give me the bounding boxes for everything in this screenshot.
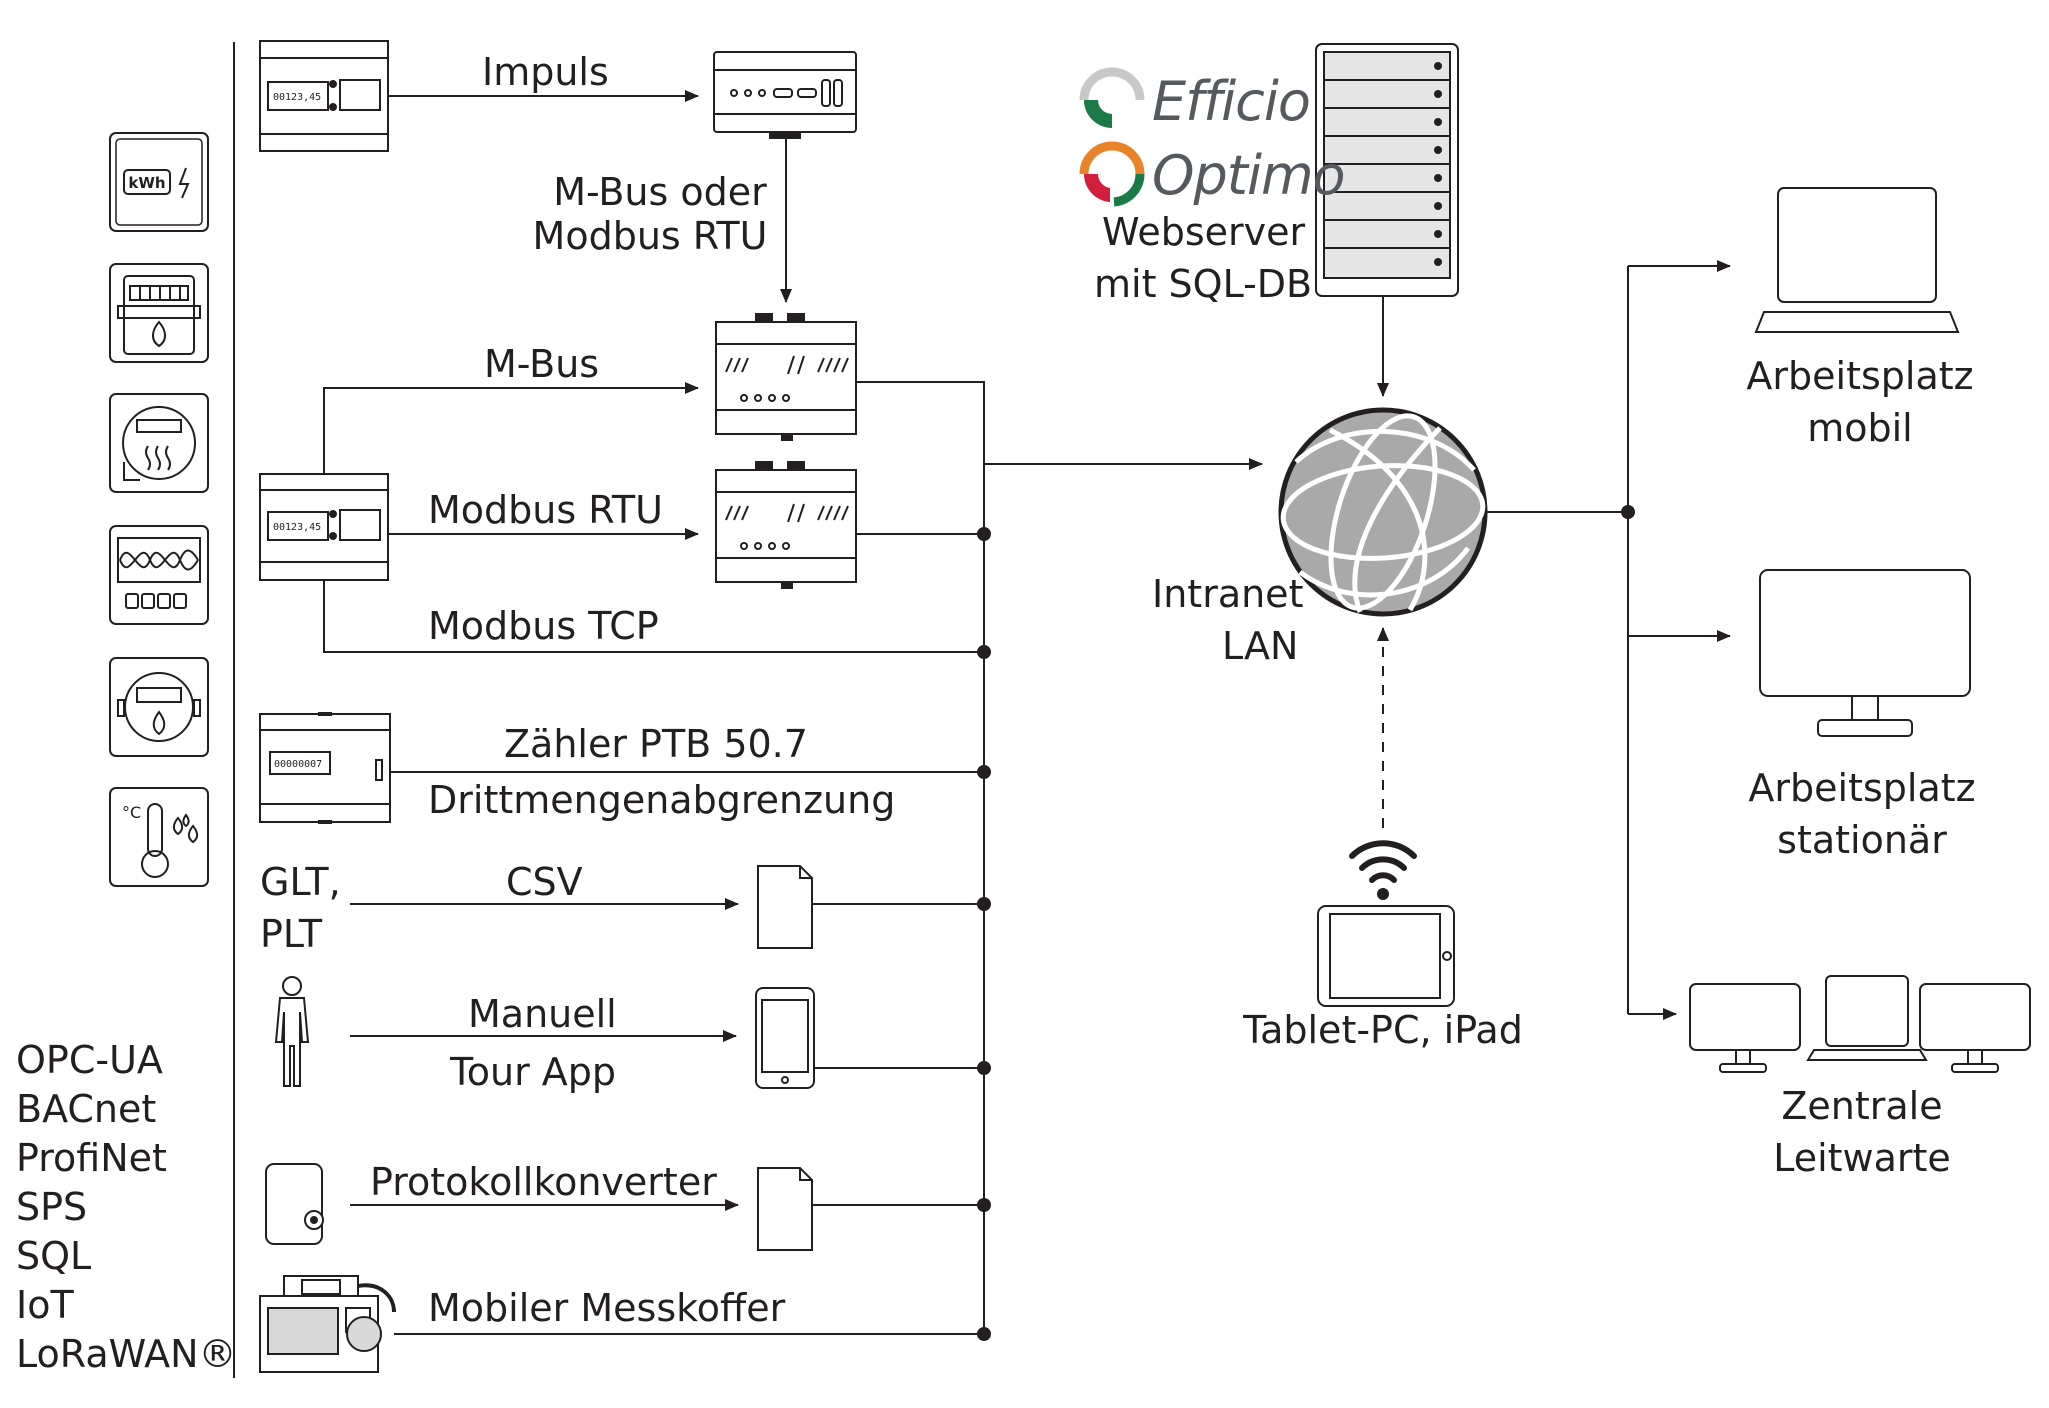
label-lan: LAN <box>1222 624 1299 668</box>
brand-efficio: Efficio <box>1152 70 1311 133</box>
label-mbus: M-Bus <box>484 342 600 386</box>
bus-junctions <box>977 527 991 1341</box>
meter-display-top: 00123,45 <box>273 92 321 103</box>
label-arbeitsplatz-stationaer-2: stationär <box>1777 818 1947 862</box>
converter-device <box>265 1163 324 1245</box>
protocol-list: OPC-UA BACnet ProfiNet SPS SQL IoT LoRaW… <box>16 1036 237 1379</box>
label-arbeitsplatz-mobil-2: mobil <box>1807 406 1913 450</box>
label-webserver: Webserver <box>1102 210 1306 254</box>
label-plt: PLT <box>260 912 323 956</box>
efficio-logo-icon <box>1079 67 1145 128</box>
temperature-humidity-icon: °C <box>109 787 209 887</box>
hub-junction <box>1621 505 1635 519</box>
svg-text:kWh: kWh <box>128 174 165 192</box>
label-zentrale: Zentrale <box>1781 1084 1943 1128</box>
label-modbus-tcp: Modbus TCP <box>428 604 659 648</box>
label-sql-db: mit SQL-DB <box>1094 262 1313 306</box>
label-arbeitsplatz-mobil-1: Arbeitsplatz <box>1746 354 1974 398</box>
desktop-monitor-icon <box>1759 569 1971 737</box>
control-room-monitors-icon <box>1689 975 2031 1073</box>
pulse-module <box>713 51 857 139</box>
label-protokollkonverter: Protokollkonverter <box>370 1160 717 1204</box>
label-mobiler-messkoffer: Mobiler Messkoffer <box>428 1286 786 1330</box>
label-mbus-oder: M-Bus oder <box>553 170 767 214</box>
converter-file-icon <box>757 1167 813 1251</box>
water-meter-icon <box>109 657 209 757</box>
label-modbus-rtu: Modbus RTU <box>428 488 663 532</box>
label-tour-app: Tour App <box>450 1050 617 1094</box>
label-csv: CSV <box>506 860 583 904</box>
label-glt: GLT, <box>260 860 341 904</box>
protocol-item: SQL <box>16 1234 92 1278</box>
ptb-meter <box>259 712 391 824</box>
protocol-item: OPC-UA <box>16 1038 163 1082</box>
tablet-icon <box>1317 905 1455 1007</box>
person-icon <box>274 976 310 1087</box>
meter-display-middle: 00123,45 <box>273 522 321 533</box>
label-arbeitsplatz-stationaer-1: Arbeitsplatz <box>1748 766 1976 810</box>
protocol-item: IoT <box>16 1283 74 1327</box>
label-zaehler-ptb: Zähler PTB 50.7 <box>504 722 808 766</box>
laptop-icon <box>1754 187 1960 333</box>
gas-meter-icon <box>109 263 209 363</box>
protocol-item: SPS <box>16 1185 88 1229</box>
label-impuls: Impuls <box>482 50 609 94</box>
wifi-dot <box>1377 888 1389 900</box>
brand-optimo: Optimo <box>1152 144 1346 207</box>
mbus-arrow <box>323 382 699 474</box>
modbus-rtu-gateway <box>715 461 857 589</box>
heat-meter-icon <box>109 393 209 493</box>
label-intranet: Intranet <box>1152 572 1304 616</box>
server-rack-icon <box>1315 43 1459 297</box>
mbus-gateway <box>715 313 857 441</box>
label-drittmengen: Drittmengenabgrenzung <box>428 778 896 822</box>
optimo-logo-icon <box>1079 141 1145 207</box>
power-analyzer-icon <box>109 525 209 625</box>
protocol-item: ProfiNet <box>16 1136 167 1180</box>
energy-meter-middle <box>259 473 389 581</box>
electricity-meter-icon: kWh <box>109 132 209 232</box>
wifi-icon <box>1349 840 1417 883</box>
mbus-gateway-to-bus <box>856 381 985 1334</box>
protocol-item: LoRaWAN® <box>16 1332 237 1376</box>
svg-text:°C: °C <box>122 803 141 822</box>
smartphone-icon <box>755 987 815 1089</box>
measuring-case <box>259 1275 396 1373</box>
protocol-item: BACnet <box>16 1087 157 1131</box>
network-globe-icon <box>1278 407 1488 617</box>
meter-display-ptb: 00000007 <box>274 759 322 770</box>
label-leitwarte: Leitwarte <box>1773 1136 1951 1180</box>
label-modbus-rtu-top: Modbus RTU <box>532 214 768 258</box>
label-manuell: Manuell <box>468 992 617 1036</box>
modbus-tcp-line <box>323 580 984 653</box>
label-tablet: Tablet-PC, iPad <box>1243 1008 1523 1052</box>
csv-file-icon <box>757 865 813 949</box>
